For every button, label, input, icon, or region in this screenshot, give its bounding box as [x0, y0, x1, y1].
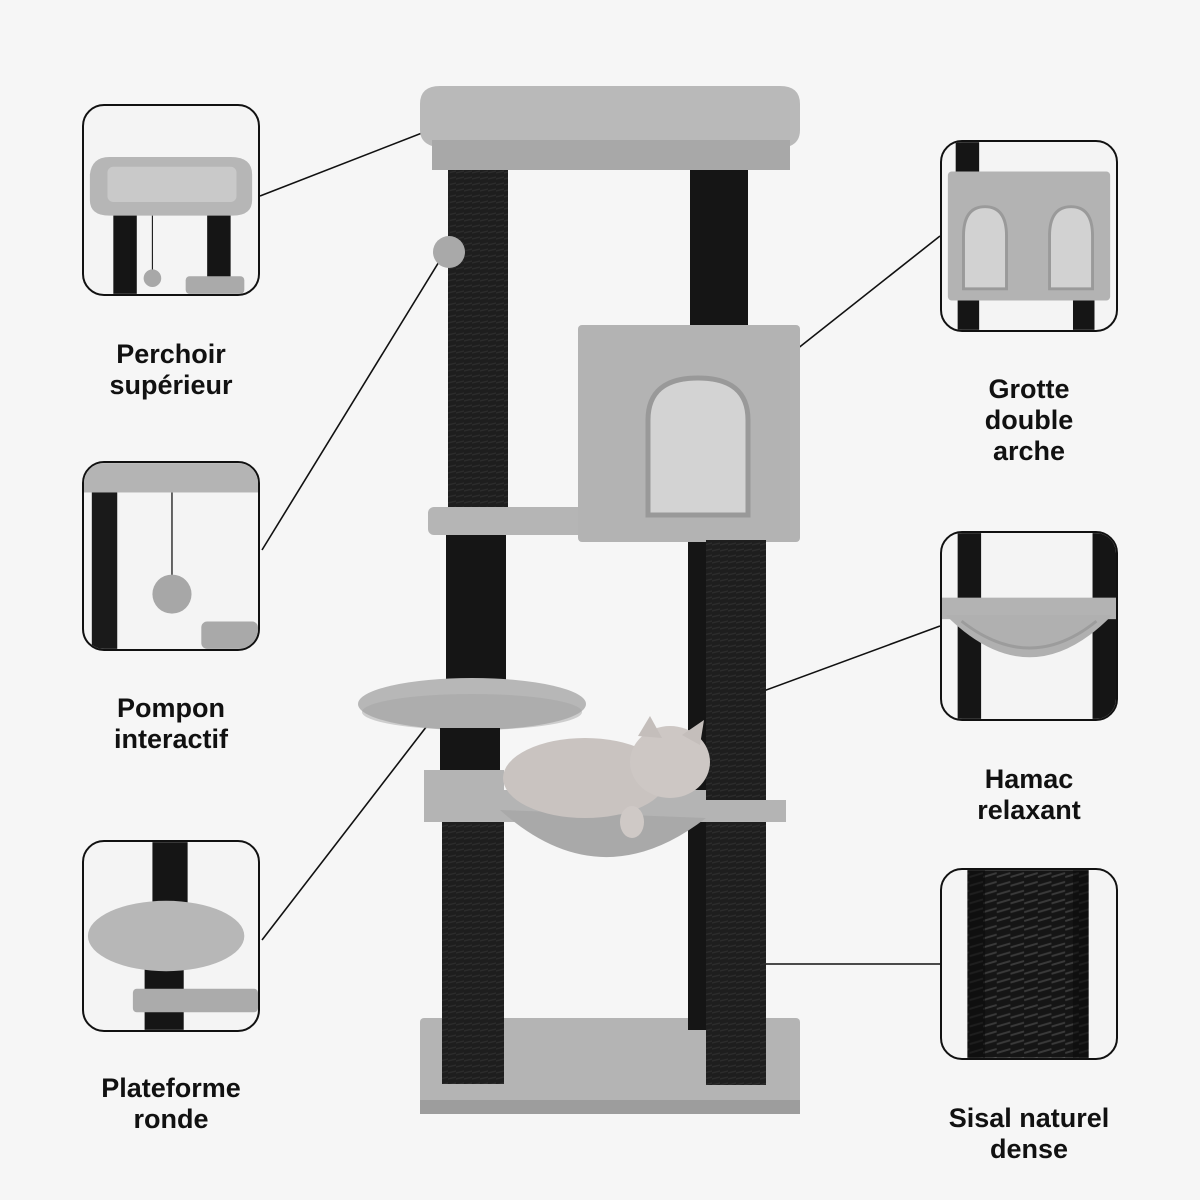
round-platform-detail-image	[87, 842, 258, 1030]
sisal-detail-image	[967, 870, 1089, 1058]
inset-pompom	[82, 461, 260, 651]
cave-detail-image	[947, 142, 1111, 330]
callout-line-hammock	[749, 625, 941, 697]
inset-top-perch	[82, 104, 260, 296]
callout-line-pompom	[261, 251, 446, 551]
cave-arch-opening	[645, 375, 751, 518]
side-step	[428, 507, 588, 535]
base-board	[420, 1018, 800, 1114]
inset-round-platform	[82, 840, 260, 1032]
inset-sisal-post	[940, 868, 1118, 1060]
post-left-middle	[446, 535, 506, 705]
top-perch-detail-image	[89, 156, 253, 294]
hammock-sling	[500, 810, 706, 858]
pompom-detail-image	[84, 463, 258, 649]
inset-double-arch-cave	[940, 140, 1118, 332]
callout-line-top-perch	[259, 125, 441, 197]
hammock-detail-image	[942, 533, 1116, 719]
callout-lines	[259, 125, 941, 965]
pompom-ball	[433, 236, 465, 268]
sisal-post-left-lower	[442, 822, 504, 1084]
inset-hammock	[940, 531, 1118, 721]
sleeping-cat	[503, 716, 710, 838]
sisal-post-left-upper	[448, 170, 508, 510]
callout-line-round-platform	[261, 721, 431, 941]
